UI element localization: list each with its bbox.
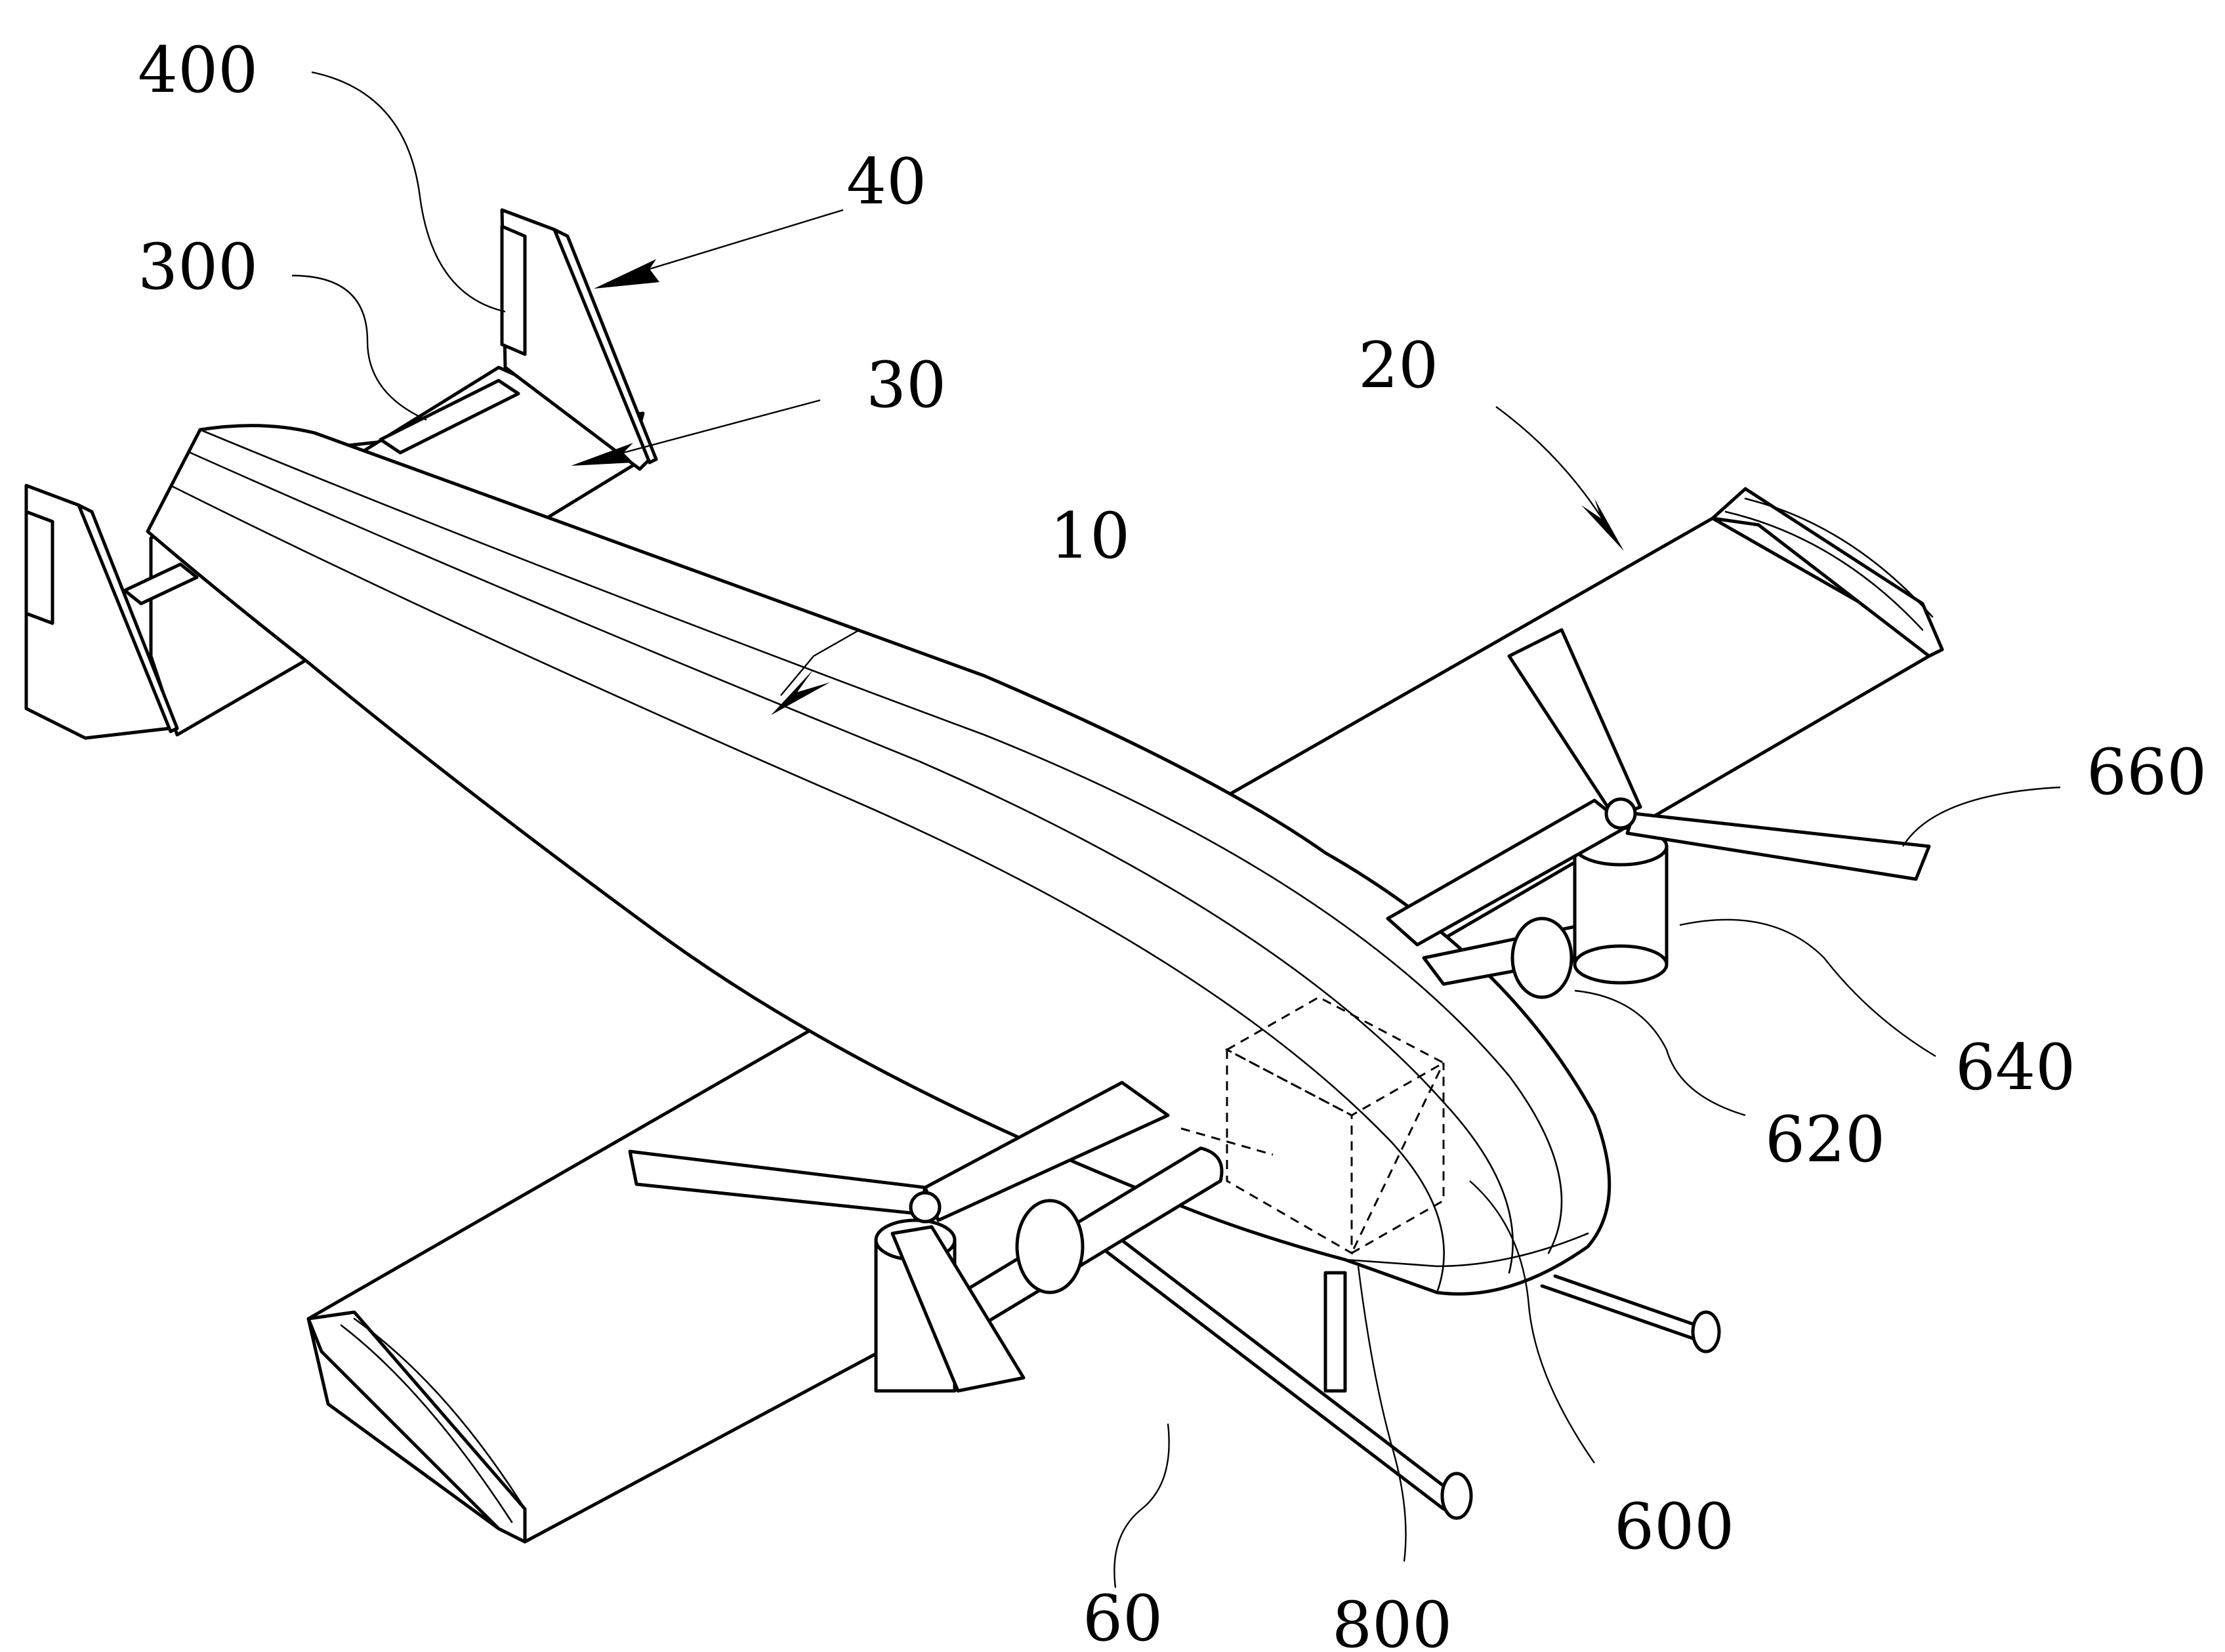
label-800: 800 xyxy=(1332,1588,1452,1652)
label-600: 600 xyxy=(1614,1490,1734,1563)
label-10: 10 xyxy=(1050,499,1130,573)
rudder xyxy=(502,226,525,354)
label-20: 20 xyxy=(1358,329,1438,402)
label-660: 660 xyxy=(2087,735,2207,809)
label-60: 60 xyxy=(1083,1582,1163,1652)
label-40: 40 xyxy=(846,145,926,218)
label-640: 640 xyxy=(1955,1031,2075,1104)
label-300: 300 xyxy=(138,230,258,304)
label-400: 400 xyxy=(138,33,258,107)
label-620: 620 xyxy=(1765,1103,1885,1176)
propeller-blade xyxy=(1627,814,1929,879)
label-30: 30 xyxy=(866,348,946,422)
